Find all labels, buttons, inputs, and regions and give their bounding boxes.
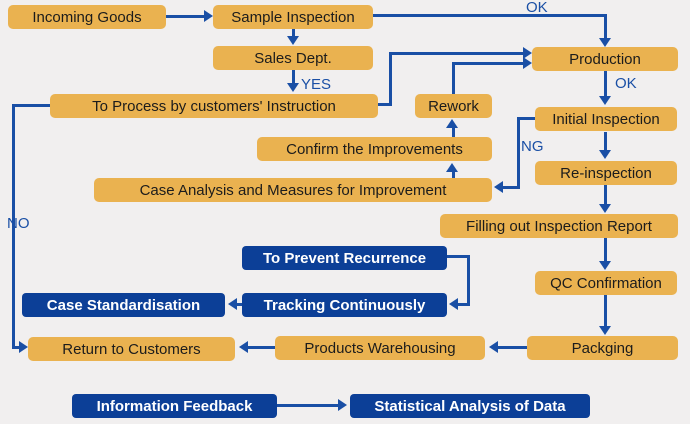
arrowhead-left-icon xyxy=(489,341,498,353)
line-segment xyxy=(166,15,204,18)
flow-node-qc-confirmation: QC Confirmation xyxy=(535,271,677,295)
arrowhead-down-icon xyxy=(599,261,611,270)
arrowhead-left-icon xyxy=(228,298,237,310)
flow-node-tracking-continuously: Tracking Continuously xyxy=(242,293,447,317)
line-segment xyxy=(14,104,50,107)
edge-label-ok-2: OK xyxy=(615,75,637,92)
line-segment xyxy=(452,62,523,65)
arrowhead-right-icon xyxy=(19,341,28,353)
line-segment xyxy=(373,14,607,17)
arrowhead-left-icon xyxy=(449,298,458,310)
line-segment xyxy=(389,52,523,55)
line-segment xyxy=(447,255,470,258)
arrowhead-down-icon xyxy=(287,36,299,45)
line-segment xyxy=(452,62,455,94)
line-segment xyxy=(237,303,242,306)
flow-node-to-prevent-recurrence: To Prevent Recurrence xyxy=(242,246,447,270)
flow-node-products-warehousing: Products Warehousing xyxy=(275,336,485,360)
arrowhead-right-icon xyxy=(523,57,532,69)
flow-node-incoming-goods: Incoming Goods xyxy=(8,5,166,29)
flow-node-case-analysis: Case Analysis and Measures for Improveme… xyxy=(94,178,492,202)
arrowhead-right-icon xyxy=(204,10,213,22)
line-segment xyxy=(378,103,392,106)
flow-node-re-inspection: Re-inspection xyxy=(535,161,677,185)
flow-node-packging: Packging xyxy=(527,336,678,360)
edge-label-ng: NG xyxy=(521,138,544,155)
arrowhead-down-icon xyxy=(287,83,299,92)
arrowhead-down-icon xyxy=(599,326,611,335)
line-segment xyxy=(389,52,392,106)
line-segment xyxy=(458,303,470,306)
line-segment xyxy=(292,29,295,38)
arrowhead-down-icon xyxy=(599,38,611,47)
edge-label-yes: YES xyxy=(301,76,332,93)
line-segment xyxy=(503,186,520,189)
line-segment xyxy=(604,185,607,204)
line-segment xyxy=(248,346,275,349)
flow-node-sales-dept: Sales Dept. xyxy=(213,46,373,70)
line-segment xyxy=(604,295,607,326)
line-segment xyxy=(452,128,455,137)
line-segment xyxy=(292,70,295,84)
arrowhead-up-icon xyxy=(446,119,458,128)
arrowhead-left-icon xyxy=(494,181,503,193)
flow-node-to-process: To Process by customers' Instruction xyxy=(50,94,378,118)
flow-node-return-to-customers: Return to Customers xyxy=(28,337,235,361)
arrowhead-down-icon xyxy=(599,96,611,105)
line-segment xyxy=(517,117,520,189)
line-segment xyxy=(604,14,607,40)
arrowhead-right-icon xyxy=(338,399,347,411)
line-segment xyxy=(604,71,607,98)
arrowhead-right-icon xyxy=(523,47,532,59)
arrowhead-down-icon xyxy=(599,204,611,213)
flow-node-case-standardisation: Case Standardisation xyxy=(22,293,225,317)
line-segment xyxy=(604,238,607,261)
flow-node-rework: Rework xyxy=(415,94,492,118)
line-segment xyxy=(14,346,21,349)
edge-label-no: NO xyxy=(7,215,30,232)
line-segment xyxy=(467,255,470,306)
flow-node-information-feedback: Information Feedback xyxy=(72,394,277,418)
flow-node-production: Production xyxy=(532,47,678,71)
flow-node-initial-inspection: Initial Inspection xyxy=(535,107,677,131)
line-segment xyxy=(277,404,339,407)
flow-node-confirm-improvements: Confirm the Improvements xyxy=(257,137,492,161)
arrowhead-left-icon xyxy=(239,341,248,353)
flow-node-filling-report: Filling out Inspection Report xyxy=(440,214,678,238)
flow-node-sample-inspection: Sample Inspection xyxy=(213,5,373,29)
flow-node-statistical-analysis: Statistical Analysis of Data xyxy=(350,394,590,418)
arrowhead-down-icon xyxy=(599,150,611,159)
arrowhead-up-icon xyxy=(446,163,458,172)
edge-label-ok: OK xyxy=(526,0,548,16)
line-segment xyxy=(452,171,455,178)
line-segment xyxy=(604,132,607,151)
line-segment xyxy=(517,117,535,120)
line-segment xyxy=(12,104,15,349)
line-segment xyxy=(498,346,527,349)
